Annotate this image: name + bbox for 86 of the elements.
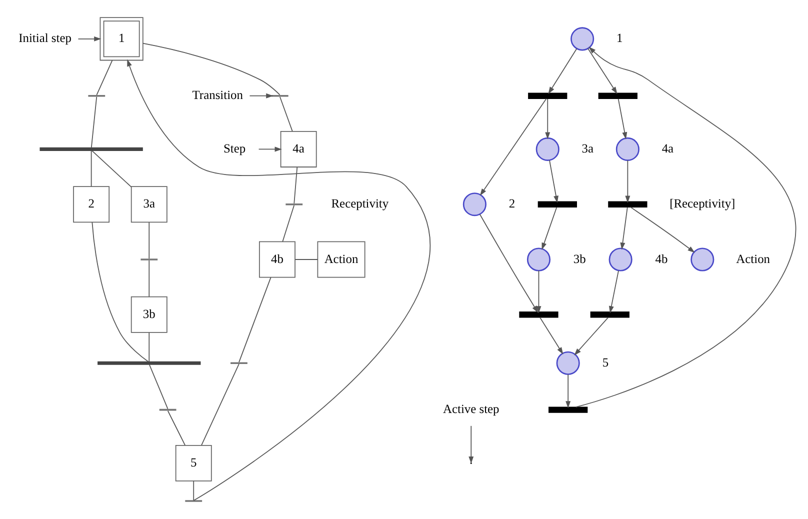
connector [238,276,272,363]
node-text: Initial step [18,31,72,46]
arrow [549,160,558,203]
connector [294,166,298,204]
arrow [548,48,578,94]
arrow [249,93,274,98]
arrow [536,270,542,314]
node-label: 4b [655,252,668,266]
node-circle [526,248,551,272]
node-bar [271,94,288,97]
node-bar [548,406,588,413]
node-bar [528,92,568,99]
label: Receptivity [331,196,389,211]
node-box: Action [317,241,366,278]
node-label: 2 [508,196,516,211]
node-bar [185,500,202,502]
connector [142,42,280,96]
node-text: Active step [442,402,500,416]
node-circle [690,248,714,272]
node-label: 1 [616,31,623,46]
connector [92,222,149,362]
connector [280,96,293,132]
arrow [545,98,550,140]
node-box: 5 [175,444,212,482]
node-bar [88,94,106,97]
node-bar [538,201,577,208]
arrow [608,270,619,314]
node-circle [616,137,640,161]
arrow [566,374,571,408]
connector [148,260,150,298]
node-text: Step [223,141,246,156]
arrow [542,206,558,250]
arrow [258,146,282,152]
arrow [78,36,102,42]
node-label: [Receptivity] [670,196,736,211]
arrow [630,206,695,253]
node-box: 4a [280,130,317,168]
node-bar [286,203,303,206]
node-box: 3a [130,186,168,223]
arrow [588,48,618,94]
arrow [574,317,609,356]
node-circle [536,137,560,161]
arrow [618,98,628,140]
node-box: 2 [73,186,110,223]
node-bar [598,92,638,99]
arrow [468,425,474,464]
connector [148,364,168,410]
arrow [625,160,630,203]
connector [148,222,150,259]
arrow [127,59,430,501]
arrow [479,214,538,313]
node-box: 4b [258,241,296,278]
node-bar [230,362,248,364]
arrow [480,98,547,196]
node-label: 5 [602,355,609,370]
node-bar [159,408,176,411]
node-bar [519,312,558,318]
node-bar [608,201,648,208]
arrow [575,46,796,408]
connector [167,410,186,446]
connector [282,204,295,242]
node-label: 3a [582,141,594,156]
connector [96,60,113,96]
node-circle [570,27,594,51]
connector [201,364,240,446]
connector [90,96,98,148]
connector [90,150,92,187]
node-circle [608,248,632,272]
node-bar [98,361,201,365]
node-circle [462,192,486,216]
node-bar [140,258,158,260]
arrow [620,206,628,250]
node-box: 3b [130,296,168,333]
connector [148,332,150,362]
node-label: 3b [573,252,586,266]
node-bar [590,312,630,318]
node-label: Action [736,252,770,266]
arrow [540,317,564,354]
connector [294,259,318,260]
node-circle [556,351,580,375]
node-bar [40,147,143,151]
connector [193,480,194,501]
node-text: Transition [192,88,243,102]
node-box: 1 [100,17,144,61]
node-label: 4a [662,141,674,156]
connector [92,150,132,188]
